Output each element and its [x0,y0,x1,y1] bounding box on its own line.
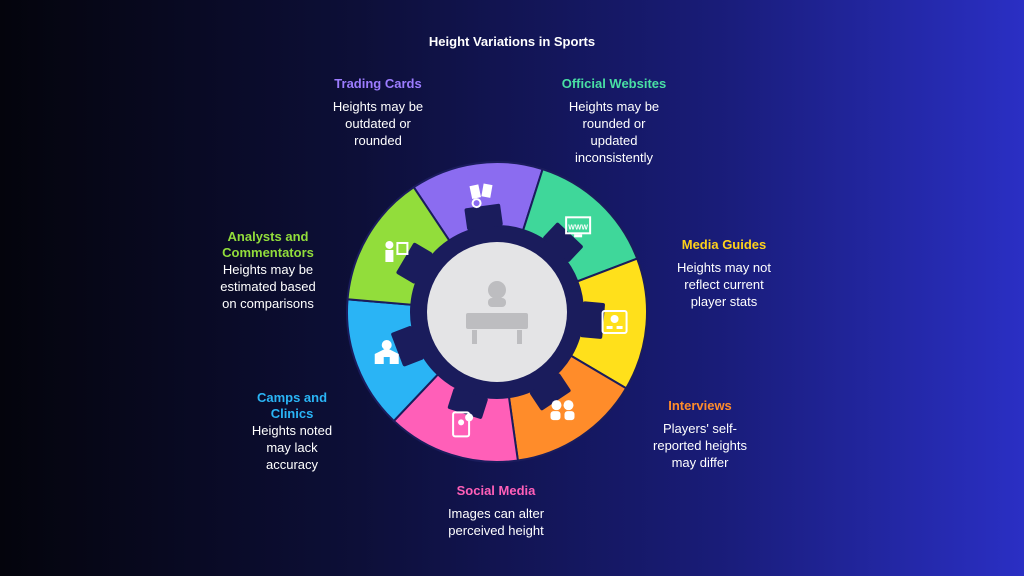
segment-label-interviews: Interviews Players' self- reported heigh… [600,398,800,471]
segment-description: Heights may not reflect current player s… [677,260,771,309]
website-icon: WWW [565,216,592,238]
segment-description: Players' self- reported heights may diff… [653,421,747,470]
segment-description: Heights may be estimated based on compar… [220,262,316,311]
segment-heading: Trading Cards [334,76,422,91]
segment-description: Images can alter perceived height [447,506,545,538]
segment-heading: Analysts and Commentators [222,229,314,260]
segment-description: Heights may be outdated or rounded [332,99,424,148]
segment-label-official-websites: Official Websites Heights may be rounded… [514,76,714,166]
athlete-measurement-icon [466,281,528,344]
segment-heading: Official Websites [561,76,667,91]
segment-notch [464,203,503,231]
analyst-icon [385,240,409,262]
segment-description: Heights may be rounded or updated incons… [568,99,660,165]
segment-label-camps-and-clinics: Camps and Clinics Heights noted may lack… [192,390,392,473]
segment-label-media-guides: Media Guides Heights may not reflect cur… [624,237,824,310]
media-guide-icon [601,309,628,334]
segment-notch [447,388,488,419]
interview-icon [550,400,575,421]
segment-description: Heights noted may lack accuracy [251,423,333,472]
segment-heading: Interviews [668,398,732,413]
segment-notch [529,373,571,411]
camp-clinic-icon [374,340,399,365]
social-media-icon [452,411,474,438]
segment-notch [396,242,433,284]
segment-notch [543,222,583,262]
segment-heading: Media Guides [681,237,767,252]
segment-heading: Social Media [456,483,536,498]
segment-notch [580,301,605,339]
trading-cards-icon [469,183,493,209]
segment-label-trading-cards: Trading Cards Heights may be outdated or… [278,76,478,149]
segment-label-social-media: Social Media Images can alter perceived … [396,483,596,539]
center-disc [427,242,567,382]
segment-notch [391,326,424,367]
segment-label-analysts-and-commentators: Analysts and Commentators Heights may be… [168,229,368,312]
segment-heading: Camps and Clinics [256,390,328,421]
svg-text:WWW: WWW [568,224,588,231]
diagram-title: Height Variations in Sports [428,34,596,49]
